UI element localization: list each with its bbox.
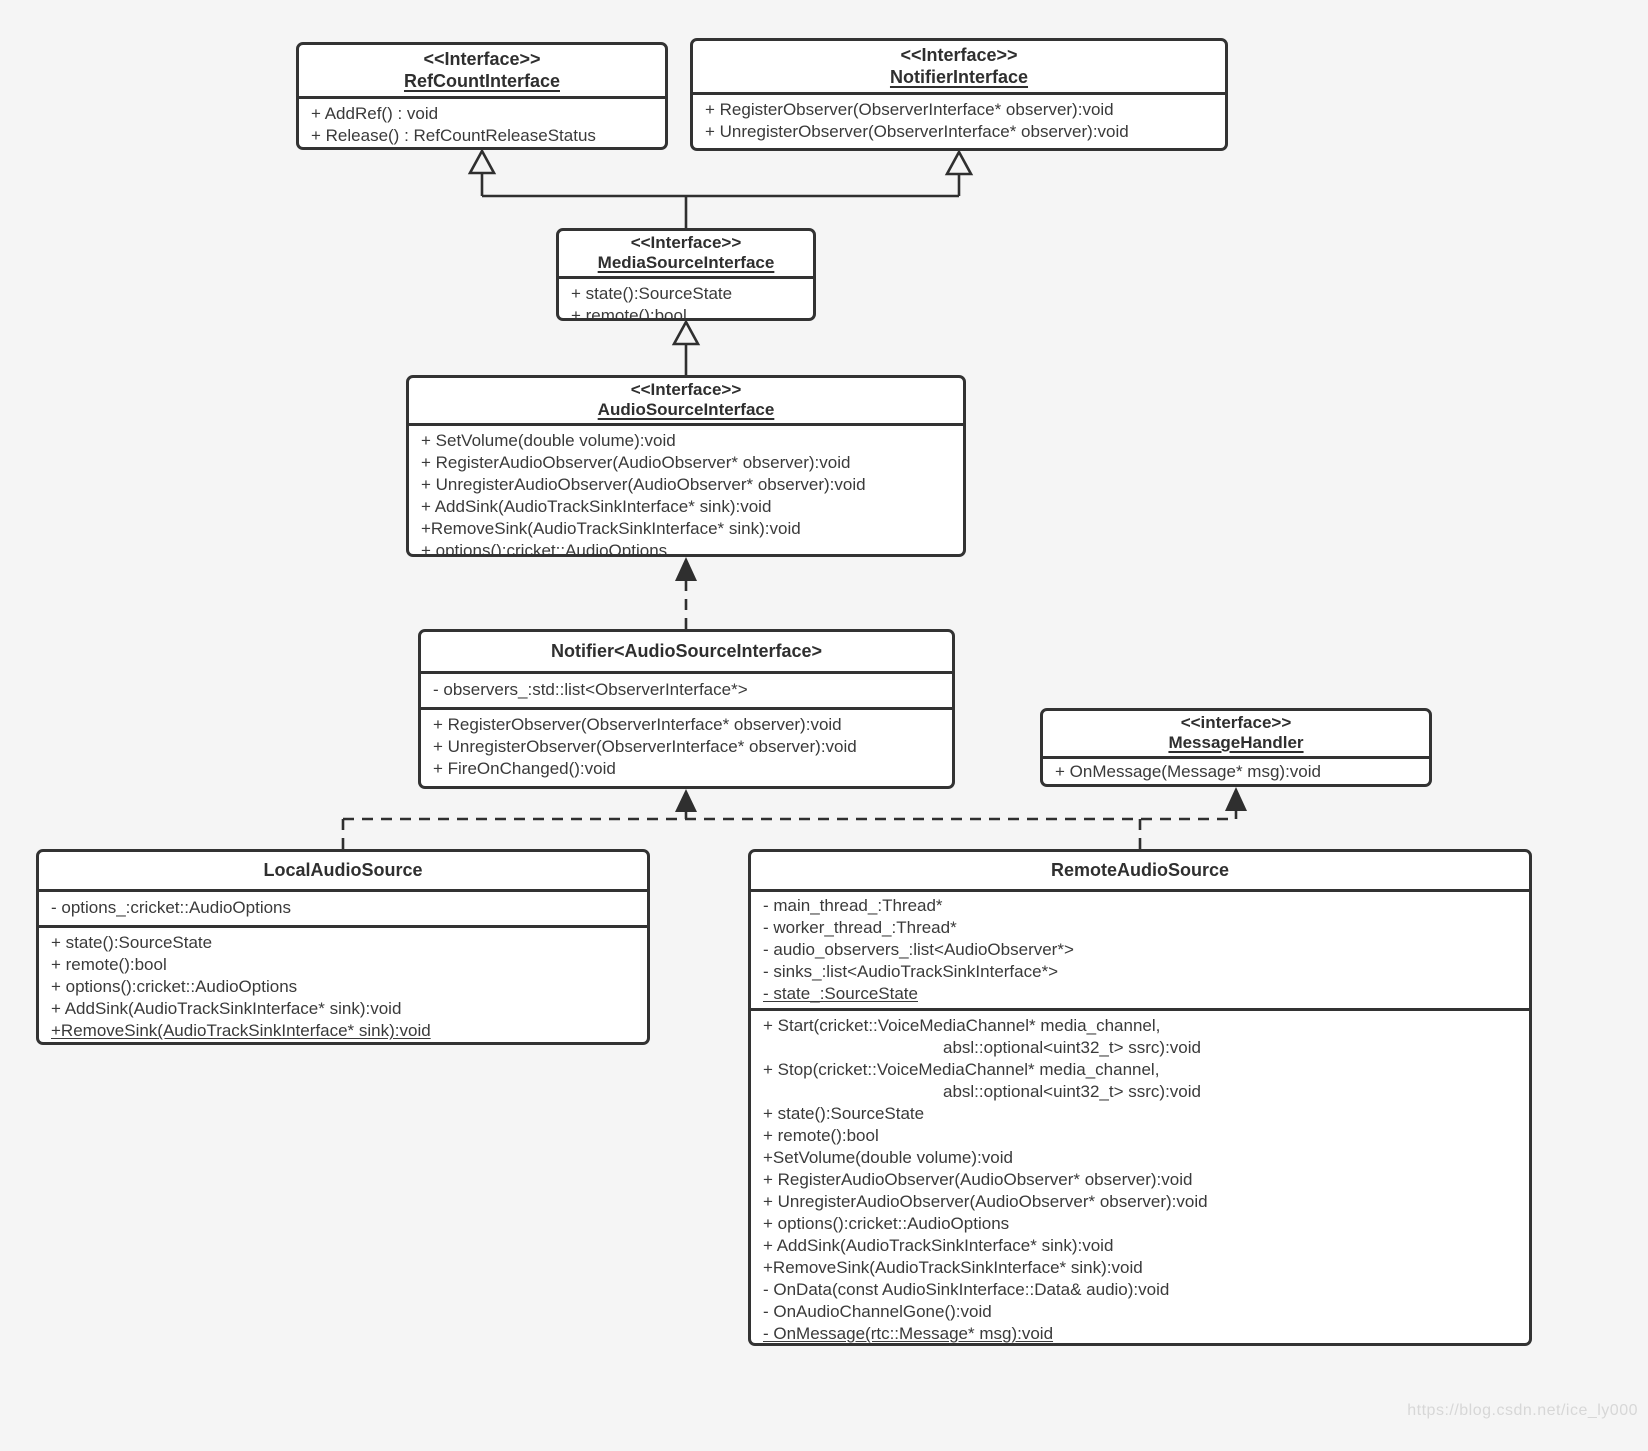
member-line: + remote():bool	[571, 306, 687, 318]
member-line: + FireOnChanged():void	[433, 759, 616, 778]
stereotype-label: <<Interface>>	[900, 45, 1018, 65]
generalization-audiosource-to-mediasource	[671, 319, 701, 375]
class-box-mediasourceinterface: <<Interface>> MediaSourceInterface + sta…	[556, 228, 816, 321]
member-line: + UnregisterAudioObserver(AudioObserver*…	[421, 475, 866, 494]
methods-compartment: + RegisterObserver(ObserverInterface* ob…	[421, 710, 952, 786]
class-name: Notifier<AudioSourceInterface>	[550, 641, 823, 661]
methods-compartment: + state():SourceState + remote():bool + op…	[39, 928, 647, 1042]
member-line: + UnregisterObserver(ObserverInterface* …	[705, 122, 1129, 141]
member-line: absl::optional<uint32_t> ssrc):void	[943, 1082, 1201, 1101]
member-line: + Start(cricket::VoiceMediaChannel* medi…	[763, 1016, 1161, 1035]
class-name: MessageHandler	[1168, 733, 1304, 752]
member-line: + AddSink(AudioTrackSinkInterface* sink)…	[763, 1236, 1114, 1255]
generalization-mediasource-to-refcount-and-notifier	[467, 148, 974, 228]
attributes-compartment: - options_:cricket::AudioOptions	[39, 892, 647, 928]
member-line: + RegisterAudioObserver(AudioObserver* o…	[421, 453, 851, 472]
class-name: AudioSourceInterface	[597, 400, 775, 419]
stereotype-label: <<interface>>	[1180, 713, 1292, 732]
class-box-refcountinterface: <<Interface>> RefCountInterface + AddRef…	[296, 42, 668, 150]
class-name: LocalAudioSource	[263, 860, 423, 880]
attributes-compartment: - observers_:std::list<ObserverInterface…	[421, 674, 952, 710]
class-box-audiosourceinterface: <<Interface>> AudioSourceInterface + Set…	[406, 375, 966, 557]
methods-compartment: + state():SourceState + remote():bool	[559, 279, 813, 318]
member-line: + RegisterAudioObserver(AudioObserver* o…	[763, 1170, 1193, 1189]
member-line: +RemoveSink(AudioTrackSinkInterface* sin…	[51, 1021, 431, 1040]
stereotype-label: <<Interface>>	[423, 49, 541, 69]
member-line: - audio_observers_:list<AudioObserver*>	[763, 940, 1074, 959]
member-line: - OnAudioChannelGone():void	[763, 1302, 992, 1321]
hollow-triangle-arrowhead-icon	[467, 148, 497, 175]
member-line: + SetVolume(double volume):void	[421, 431, 676, 450]
class-title: <<Interface>> NotifierInterface	[693, 41, 1225, 95]
class-name: RemoteAudioSource	[1050, 860, 1230, 880]
member-line: + options():cricket::AudioOptions	[763, 1214, 1010, 1233]
class-box-localaudiosource: LocalAudioSource - options_:cricket::Aud…	[36, 849, 650, 1045]
class-title: Notifier<AudioSourceInterface>	[421, 632, 952, 674]
realization-children-to-notifier	[341, 789, 1236, 849]
member-line: + state():SourceState	[763, 1104, 925, 1123]
member-line: - OnData(const AudioSinkInterface::Data&…	[763, 1280, 1170, 1299]
member-line: - OnMessage(rtc::Message* msg):void	[763, 1324, 1054, 1343]
filled-triangle-arrowhead-icon	[675, 557, 697, 581]
filled-triangle-arrowhead-icon	[675, 789, 697, 812]
class-title: <<interface>> MessageHandler	[1043, 711, 1429, 759]
member-line: + Release() : RefCountReleaseStatus	[311, 126, 596, 145]
member-line: - worker_thread_:Thread*	[763, 918, 957, 937]
class-title: LocalAudioSource	[39, 852, 647, 892]
class-name: NotifierInterface	[889, 67, 1029, 87]
class-title: <<Interface>> RefCountInterface	[299, 45, 665, 99]
member-line: + RegisterObserver(ObserverInterface* ob…	[705, 100, 1114, 119]
watermark: https://blog.csdn.net/ice_ly000	[1407, 1402, 1638, 1419]
member-line: +RemoveSink(AudioTrackSinkInterface* sin…	[763, 1258, 1143, 1277]
member-line: + remote():bool	[51, 955, 167, 974]
member-line: - main_thread_:Thread*	[763, 896, 943, 915]
stereotype-label: <<Interface>>	[630, 380, 742, 399]
filled-triangle-arrowhead-icon	[1225, 787, 1247, 811]
member-line: + UnregisterObserver(ObserverInterface* …	[433, 737, 857, 756]
stereotype-label: <<Interface>>	[630, 233, 742, 252]
member-line: - observers_:std::list<ObserverInterface…	[433, 680, 748, 699]
class-title: <<Interface>> AudioSourceInterface	[409, 378, 963, 426]
member-line: + RegisterObserver(ObserverInterface* ob…	[433, 715, 842, 734]
member-line: + remote():bool	[763, 1126, 879, 1145]
class-title: RemoteAudioSource	[751, 852, 1529, 892]
class-box-remoteaudiosource: RemoteAudioSource - main_thread_:Thread*…	[748, 849, 1532, 1346]
member-line: + AddSink(AudioTrackSinkInterface* sink)…	[51, 999, 402, 1018]
member-line: absl::optional<uint32_t> ssrc):void	[943, 1038, 1201, 1057]
methods-compartment: + Start(cricket::VoiceMediaChannel* medi…	[751, 1011, 1529, 1343]
member-line: - options_:cricket::AudioOptions	[51, 898, 292, 917]
methods-compartment: + OnMessage(Message* msg):void	[1043, 759, 1429, 784]
attributes-compartment: - main_thread_:Thread* - worker_thread_:T…	[751, 892, 1529, 1011]
member-line: - state_:SourceState	[763, 984, 918, 1003]
class-box-notifierinterface: <<Interface>> NotifierInterface + Regist…	[690, 38, 1228, 151]
member-line: + options():cricket::AudioOptions	[51, 977, 298, 996]
member-line: + Stop(cricket::VoiceMediaChannel* media…	[763, 1060, 1160, 1079]
member-line: - sinks_:list<AudioTrackSinkInterface*>	[763, 962, 1059, 981]
member-line: + UnregisterAudioObserver(AudioObserver*…	[763, 1192, 1208, 1211]
member-line: + options():cricket::AudioOptions	[421, 541, 668, 554]
member-line: + AddRef() : void	[311, 104, 439, 123]
methods-compartment: + SetVolume(double volume):void + Registe…	[409, 426, 963, 554]
class-name: RefCountInterface	[403, 71, 560, 91]
methods-compartment: + AddRef() : void + Release() : RefCountR…	[299, 99, 665, 147]
member-line: + AddSink(AudioTrackSinkInterface* sink)…	[421, 497, 772, 516]
member-line: +SetVolume(double volume):void	[763, 1148, 1013, 1167]
methods-compartment: + RegisterObserver(ObserverInterface* ob…	[693, 95, 1225, 148]
member-line: + state():SourceState	[51, 933, 213, 952]
class-box-messagehandler: <<interface>> MessageHandler + OnMessage…	[1040, 708, 1432, 787]
member-line: + state():SourceState	[571, 284, 733, 303]
hollow-triangle-arrowhead-icon	[944, 149, 974, 176]
class-name: MediaSourceInterface	[597, 253, 775, 272]
member-line: + OnMessage(Message* msg):void	[1055, 762, 1321, 781]
hollow-triangle-arrowhead-icon	[671, 319, 701, 346]
member-line: +RemoveSink(AudioTrackSinkInterface* sin…	[421, 519, 801, 538]
realization-remote-to-messagehandler	[1225, 787, 1247, 819]
realization-notifier-to-audiosource	[675, 557, 697, 629]
class-box-notifier-template: Notifier<AudioSourceInterface> - observe…	[418, 629, 955, 789]
class-title: <<Interface>> MediaSourceInterface	[559, 231, 813, 279]
